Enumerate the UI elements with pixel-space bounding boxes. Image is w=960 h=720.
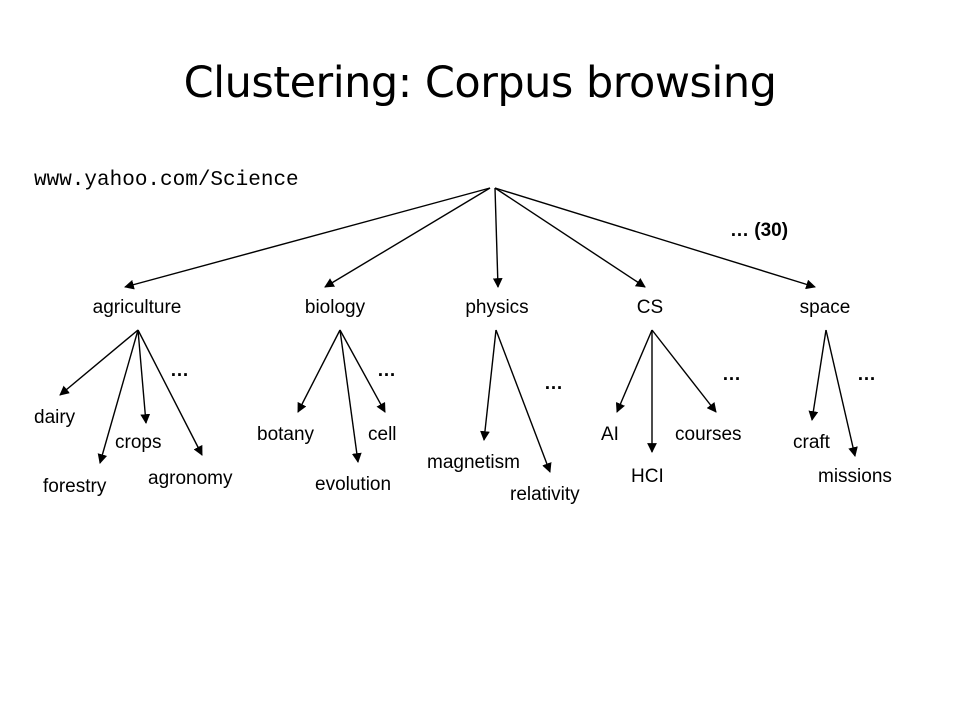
root-url: www.yahoo.com/Science (34, 169, 299, 192)
category-physics: physics (465, 297, 528, 318)
leaf-botany: botany (257, 424, 315, 445)
edge-agriculture-crops (137, 329, 151, 424)
ellipsis-agriculture: … (170, 360, 189, 381)
edge-agriculture-forestry (97, 329, 139, 464)
edge-biology-evolution (339, 329, 362, 463)
slide-title: Clustering: Corpus browsing (183, 58, 777, 108)
leaf-hci: HCI (631, 466, 664, 487)
edge-physics-magnetism (480, 329, 497, 441)
leaf-crops: crops (115, 432, 161, 453)
leaf-ai: AI (601, 424, 619, 445)
edge-root-agriculture (124, 187, 491, 290)
edge-biology-botany (297, 329, 341, 413)
ellipsis-physics: … (544, 373, 563, 394)
ellipsis-space: … (857, 364, 876, 385)
leaf-relativity: relativity (510, 484, 580, 505)
edge-root-biology (324, 187, 491, 288)
edge-agriculture-agronomy (137, 329, 203, 456)
edge-agriculture-dairy (59, 329, 139, 396)
leaf-courses: courses (675, 424, 742, 445)
edge-biology-cell (339, 329, 386, 413)
edge-physics-relativity (495, 329, 552, 473)
edge-space-craft (808, 329, 827, 421)
more-categories-label: … (30) (730, 220, 788, 241)
leaf-evolution: evolution (315, 474, 391, 495)
edge-root-physics (492, 187, 503, 288)
ellipsis-biology: … (377, 360, 396, 381)
category-agriculture: agriculture (93, 297, 182, 318)
leaf-craft: craft (793, 432, 831, 453)
leaf-cell: cell (368, 424, 397, 445)
leaf-forestry: forestry (43, 476, 107, 497)
edge-cs-courses (651, 329, 717, 413)
edge-space-missions (825, 329, 858, 457)
category-cs: CS (637, 297, 663, 318)
ellipsis-cs: … (722, 364, 741, 385)
edge-root-cs (494, 187, 646, 288)
leaf-magnetism: magnetism (427, 452, 520, 473)
category-biology: biology (305, 297, 366, 318)
child-edges (59, 329, 858, 473)
leaf-agronomy: agronomy (148, 468, 233, 489)
leaf-missions: missions (818, 466, 892, 487)
category-space: space (800, 297, 851, 318)
edge-cs-ai (615, 329, 653, 413)
edge-root-space (494, 187, 816, 290)
root-edges (124, 187, 816, 290)
leaf-dairy: dairy (34, 407, 76, 428)
